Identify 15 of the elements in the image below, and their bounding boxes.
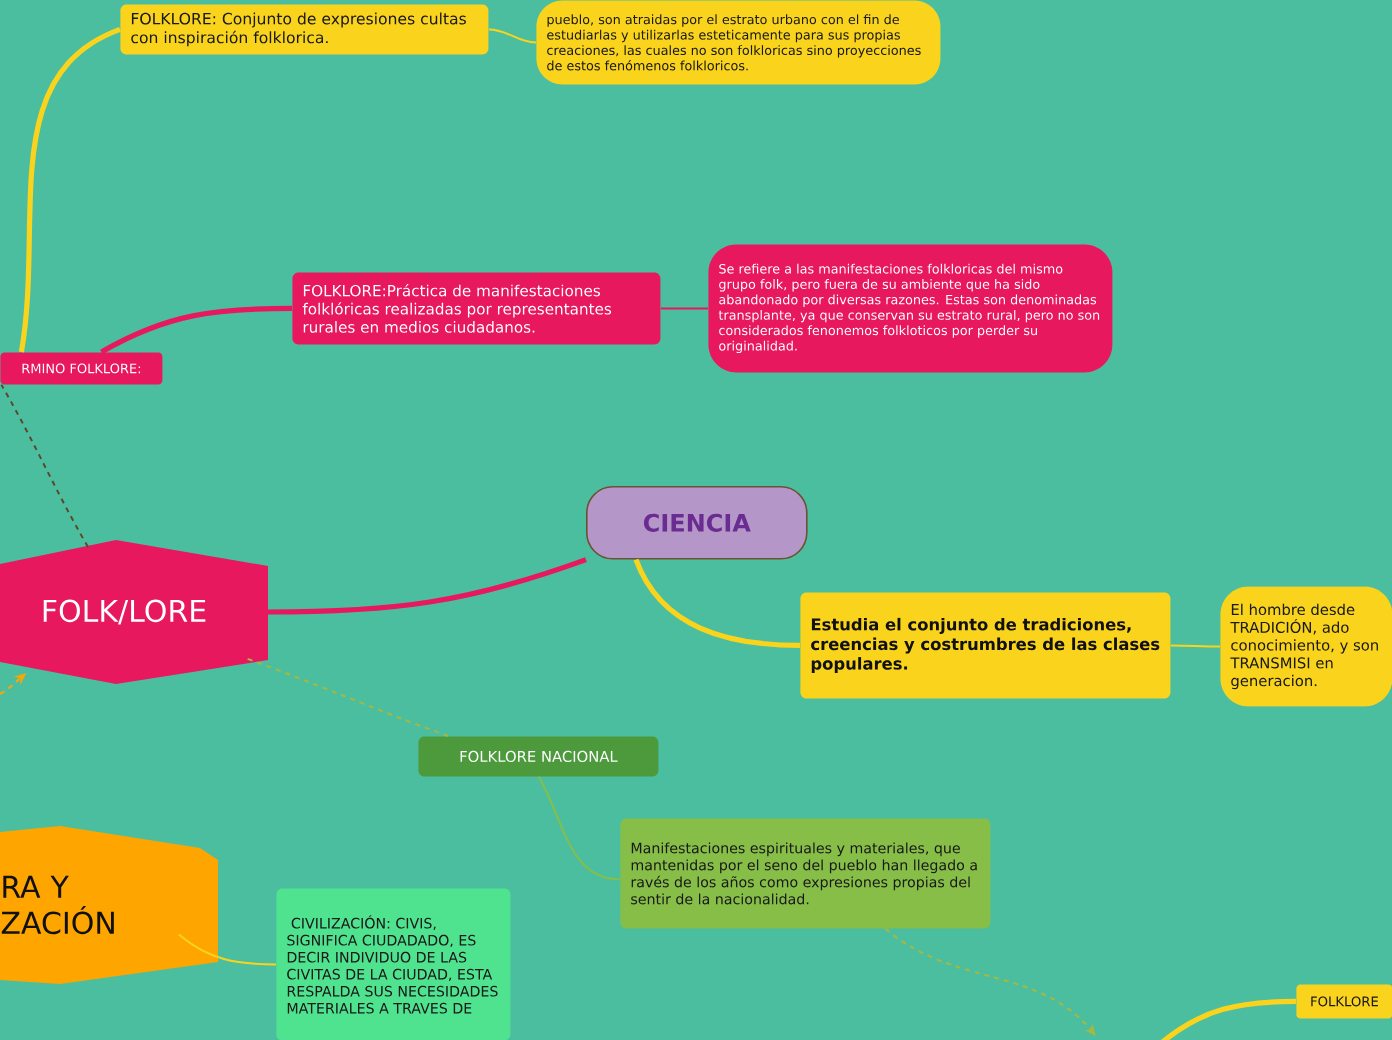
topic-box: Estudia el conjunto de tradiciones, creencias y costrumbres de las clases populares. [800,592,1171,699]
connector [177,933,277,966]
connector [537,775,621,881]
connector [1158,998,1297,1040]
connector [267,557,587,615]
connector [18,27,122,353]
connector [1169,644,1221,648]
connector [0,383,89,549]
connector [659,307,709,310]
connector [100,305,293,355]
connector [487,28,537,44]
connector [633,558,801,648]
connector [246,657,449,737]
hexagon-node: FOLK/LORE [0,540,268,684]
central-topic: CIENCIA [586,486,808,560]
